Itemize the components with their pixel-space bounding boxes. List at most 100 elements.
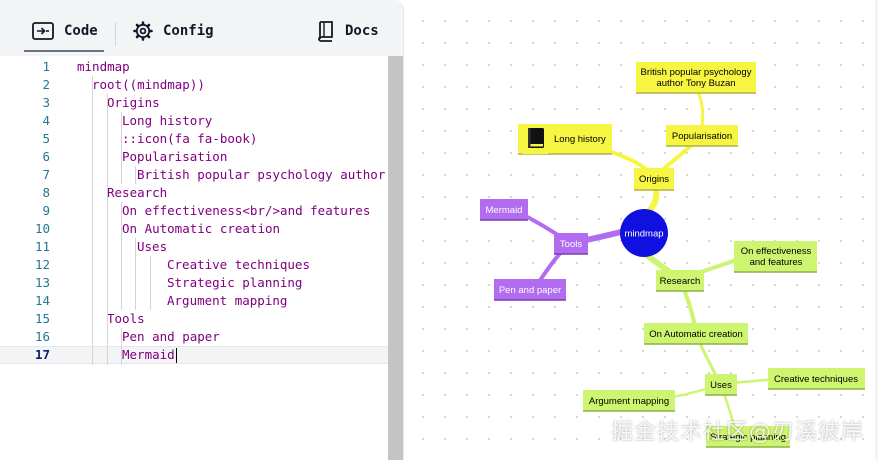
node-creative-techniques-label: Creative techniques: [774, 374, 858, 385]
indent-guide: [107, 148, 108, 166]
indent-guide: [121, 256, 122, 274]
indent-guide: [92, 148, 93, 166]
code-text: On Automatic creation: [122, 221, 281, 236]
node-origins[interactable]: Origins: [634, 168, 674, 191]
code-icon: [32, 22, 54, 40]
watermark: 掘金技术社区@刃溪彼岸: [610, 420, 864, 445]
line-number: 5: [42, 131, 50, 146]
node-buzan[interactable]: British popular psychology author Tony B…: [636, 62, 756, 94]
line-number: 16: [34, 329, 50, 344]
tab-docs[interactable]: Docs: [317, 16, 379, 46]
indent-guide: [92, 130, 93, 148]
indent-guide: [92, 76, 93, 94]
indent-guide: [150, 256, 151, 274]
code-text: Research: [107, 185, 168, 200]
editor-tabbar: Code Config Docs: [0, 0, 403, 56]
node-mermaid-label: Mermaid: [486, 205, 523, 216]
code-text: root((mindmap)): [92, 77, 205, 92]
code-text: British popular psychology author Ton: [137, 167, 388, 182]
indent-guide: [121, 202, 122, 220]
node-long-history[interactable]: Long history: [518, 124, 612, 155]
node-strategic-planning[interactable]: Strategic planning: [706, 426, 790, 448]
code-text: On effectiveness<br/>and features: [122, 203, 371, 218]
indent-guide: [92, 347, 93, 365]
indent-guide: [121, 328, 122, 346]
book-icon: [318, 21, 333, 42]
code-text: Long history: [122, 113, 213, 128]
node-argument-mapping-label: Argument mapping: [589, 396, 669, 407]
indent-guide: [121, 220, 122, 238]
tab-docs-label: Docs: [345, 23, 379, 39]
code-text: Uses: [137, 239, 168, 254]
node-root[interactable]: mindmap: [620, 209, 668, 257]
indent-guide: [92, 274, 93, 292]
node-strategic-planning-label: Strategic planning: [710, 432, 786, 443]
indent-guide: [92, 166, 93, 184]
indent-guide: [150, 292, 151, 310]
node-automatic-creation[interactable]: On Automatic creation: [644, 323, 748, 345]
indent-guide: [107, 310, 108, 328]
line-number: 9: [42, 203, 50, 218]
node-uses[interactable]: Uses: [705, 374, 737, 396]
line-number: 2: [42, 77, 50, 92]
node-research[interactable]: Research: [656, 270, 704, 292]
indent-guide: [107, 238, 108, 256]
line-number: 3: [42, 95, 50, 110]
code-text: Argument mapping: [167, 293, 288, 308]
code-text: Tools: [107, 311, 145, 326]
indent-guide: [92, 112, 93, 130]
indent-guide: [107, 130, 108, 148]
node-effectiveness-label-line2: and features: [750, 257, 803, 268]
code-line[interactable]: 16 Pen and paper: [0, 328, 388, 346]
editor-scrollbar[interactable]: [388, 56, 403, 460]
indent-guide: [92, 256, 93, 274]
active-tab-indicator: [24, 50, 104, 52]
canvas-edge: [875, 0, 878, 460]
line-number: 12: [34, 257, 50, 272]
diagram-canvas[interactable]: mindmap Origins Long history Popularisat…: [404, 0, 878, 460]
code-text: Pen and paper: [122, 329, 220, 344]
indent-guide: [107, 184, 108, 202]
code-line[interactable]: 9 On effectiveness<br/>and features: [0, 202, 388, 220]
node-popularisation-label: Popularisation: [672, 131, 732, 142]
indent-guide: [107, 256, 108, 274]
node-popularisation[interactable]: Popularisation: [666, 125, 738, 147]
node-argument-mapping[interactable]: Argument mapping: [583, 390, 675, 412]
indent-guide: [121, 166, 122, 184]
node-creative-techniques[interactable]: Creative techniques: [768, 368, 865, 390]
indent-guide: [107, 202, 108, 220]
code-line[interactable]: 2 root((mindmap)): [0, 76, 388, 94]
indent-guide: [92, 328, 93, 346]
code-text: Origins: [107, 95, 160, 110]
indent-guide: [150, 274, 151, 292]
line-number: 17: [34, 347, 50, 362]
indent-guide: [92, 94, 93, 112]
node-pen-and-paper-label: Pen and paper: [499, 285, 561, 296]
node-pen-and-paper[interactable]: Pen and paper: [494, 279, 566, 301]
tab-code[interactable]: Code: [32, 16, 98, 46]
tab-config[interactable]: Config: [133, 16, 214, 46]
tab-divider: [115, 22, 116, 46]
line-number: 13: [34, 275, 50, 290]
code-line[interactable]: 5::icon(fa fa-book): [0, 130, 388, 148]
node-automatic-creation-label: On Automatic creation: [649, 329, 742, 340]
node-tools[interactable]: Tools: [554, 233, 588, 255]
node-long-history-label: Long history: [554, 134, 606, 145]
node-origins-label: Origins: [639, 174, 669, 185]
node-effectiveness[interactable]: On effectiveness and features: [734, 241, 817, 273]
node-mermaid[interactable]: Mermaid: [480, 199, 528, 221]
code-line[interactable]: 3 Origins: [0, 94, 388, 112]
